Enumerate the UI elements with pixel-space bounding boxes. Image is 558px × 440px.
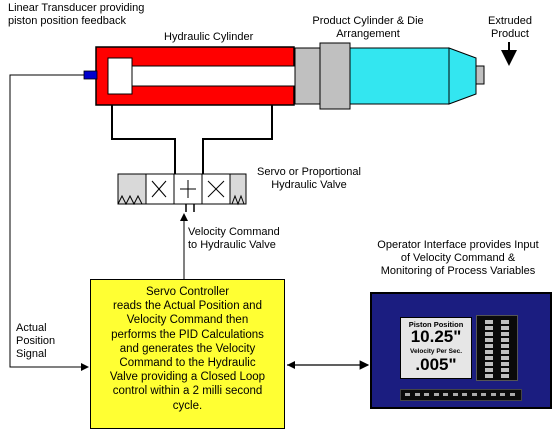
operator-interface-panel: Piston Position 10.25" Velocity Per Sec.… (370, 292, 552, 409)
hmi-screen: Piston Position 10.25" Velocity Per Sec.… (400, 317, 472, 379)
hmi-key (501, 338, 509, 342)
hmi-key (501, 350, 509, 354)
velocity-value: .005" (415, 355, 457, 374)
feedback-signal-line (9, 74, 89, 371)
linear-transducer (83, 70, 98, 80)
hmi-function-key (452, 393, 458, 396)
controller-line: reads the Actual Position and (113, 300, 262, 313)
hydraulic-line-left (111, 105, 176, 174)
hmi-key (485, 368, 493, 372)
hmi-key (485, 332, 493, 336)
hmi-key (501, 344, 509, 348)
piston-position-value: 10.25" (410, 327, 462, 346)
hydraulic-cylinder (95, 46, 328, 106)
controller-line: and generates the Velocity (119, 342, 256, 355)
hydraulic-line-right (202, 105, 273, 174)
hmi-function-key (481, 393, 486, 396)
servo-valve (117, 173, 247, 212)
hmi-key (501, 332, 509, 336)
hmi-function-key (405, 393, 410, 396)
hmi-function-key (471, 393, 477, 396)
product-cylinder-label: Product Cylinder & Die Arrangement (312, 15, 424, 40)
hmi-function-key (462, 393, 467, 396)
hmi-key (501, 320, 509, 324)
hmi-key (485, 338, 493, 342)
controller-line: cycle. (172, 399, 203, 412)
servo-valve-label: Servo or Proportional Hydraulic Valve (257, 166, 361, 191)
controller-line: performs the PID Calculations (111, 328, 264, 341)
feedback-signal-label: Actual Position Signal (16, 322, 56, 360)
hmi-keypad (476, 315, 518, 381)
controller-line: Command to the Hydraulic (119, 357, 256, 370)
hmi-key (501, 356, 509, 360)
controller-line: control within a 2 milli second (112, 385, 263, 398)
hmi-key (485, 350, 493, 354)
hmi-key (485, 356, 493, 360)
hmi-function-key (414, 393, 420, 396)
hmi-key (501, 326, 509, 330)
controller-line: Servo Controller (145, 286, 230, 298)
hmi-key (485, 344, 493, 348)
hmi-function-key (424, 393, 429, 396)
hmi-function-key (490, 393, 496, 396)
extruded-product-label: Extruded Product (487, 15, 533, 40)
velocity-label: Velocity Per Sec. (409, 348, 463, 355)
hmi-key (501, 362, 509, 366)
hydraulic-cylinder-label: Hydraulic Cylinder (164, 31, 254, 43)
hmi-function-key (509, 393, 515, 396)
hmi-key (501, 368, 509, 372)
hmi-function-keys (400, 389, 522, 401)
hmi-key (485, 320, 493, 324)
piston-position-label: Piston Position (408, 320, 464, 329)
product-cylinder-die (294, 42, 485, 110)
hmi-key (485, 362, 493, 366)
controller-line: Valve providing a Closed Loop (109, 371, 266, 384)
hmi-function-key (443, 393, 448, 396)
operator-interface-label: Operator Interface provides Input of Vel… (377, 239, 539, 277)
hmi-key (485, 326, 493, 330)
servo-controller-box: Servo Controller reads the Actual Positi… (90, 279, 285, 429)
transducer-label: Linear Transducer providing piston posit… (8, 2, 145, 27)
hmi-key (501, 374, 509, 378)
hmi-function-key (500, 393, 505, 396)
hmi-function-key (433, 393, 439, 396)
controller-line: Velocity Command then (126, 314, 249, 327)
hmi-key (485, 374, 493, 378)
velocity-command-label: Velocity Command to Hydraulic Valve (188, 226, 280, 251)
